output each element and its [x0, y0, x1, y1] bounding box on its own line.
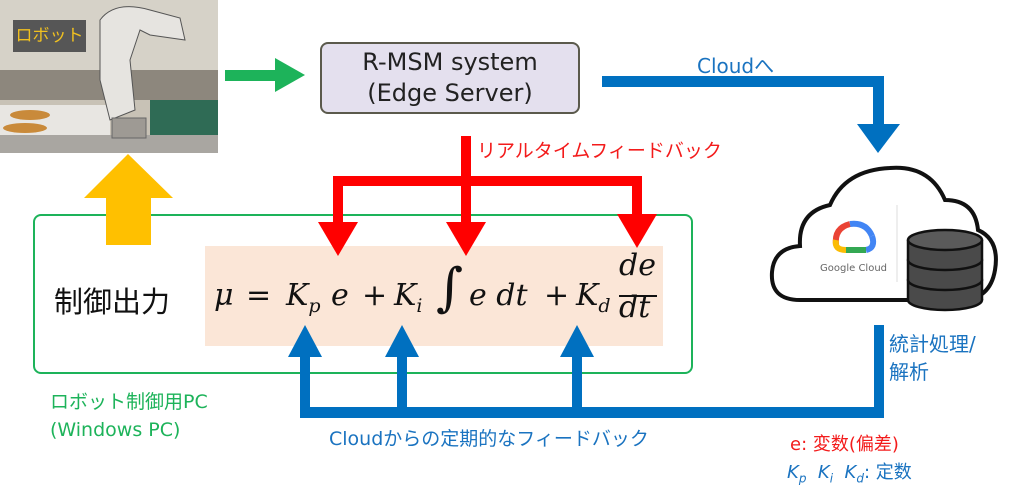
to-cloud-label: Cloudへ	[697, 54, 775, 78]
edge-server-box: R-MSM system (Edge Server)	[320, 42, 580, 114]
legend-k-row: Kp Ki Kd: 定数	[787, 462, 912, 486]
fraction-bar	[619, 295, 657, 297]
formula-equals: =	[246, 278, 272, 313]
yellow-arrow-up	[84, 154, 173, 245]
blue-arrow-to-cloud	[602, 76, 900, 153]
fraction-numerator: de	[619, 248, 656, 283]
formula-ki: Ki	[394, 278, 423, 317]
formula-plus-1: +	[362, 278, 388, 313]
formula-plus-2: +	[544, 278, 570, 313]
formula-e: e	[331, 278, 349, 313]
edge-server-title: R-MSM system	[362, 48, 538, 76]
green-arrow	[225, 58, 305, 92]
robot-label: ロボット	[13, 20, 86, 52]
robot-photo: ロボット	[0, 0, 218, 153]
formula-background	[205, 246, 663, 346]
legend-ki: Ki	[817, 462, 834, 486]
google-cloud-logo-icon	[832, 220, 877, 253]
periodic-feedback-label: Cloudからの定期的なフィードバック	[329, 428, 649, 450]
realtime-feedback-label: リアルタイムフィードバック	[477, 140, 722, 162]
control-pc-label-line-1: ロボット制御用PC	[50, 391, 208, 413]
legend-k-desc: 定数	[875, 462, 912, 483]
formula-derivative: de dt	[619, 248, 659, 340]
processing-line-1: 統計処理/	[889, 332, 976, 356]
google-cloud-label: Google Cloud	[820, 263, 888, 274]
legend-e-row: e: 変数(偏差)	[790, 430, 912, 456]
legend-kp: Kp	[787, 462, 807, 486]
formula-kp: Kp	[286, 278, 321, 317]
formula-kd: Kd	[576, 278, 611, 317]
legend: e: 変数(偏差) Kp Ki Kd: 定数	[787, 430, 912, 486]
robot-illustration	[0, 0, 218, 153]
statistical-processing-label: 統計処理/ 解析	[889, 330, 976, 386]
legend-e-symbol: e:	[790, 434, 808, 455]
red-feedback-arrows	[318, 136, 657, 256]
edge-server-subtitle: (Edge Server)	[367, 79, 533, 107]
legend-kd: Kd	[844, 462, 864, 486]
formula-mu: μ	[214, 278, 234, 313]
fraction-denominator: dt	[619, 290, 651, 325]
control-pc-box	[33, 214, 693, 374]
control-pc-label-line-2: (Windows PC)	[50, 419, 181, 441]
control-output-label: 制御出力	[54, 285, 171, 319]
processing-line-2: 解析	[889, 360, 929, 384]
formula-e-dt: e dt	[469, 278, 528, 313]
legend-e-desc: 変数(偏差)	[812, 434, 899, 455]
formula-integral: ∫	[436, 258, 464, 318]
blue-periodic-feedback-arrows	[288, 325, 884, 418]
database-icon	[906, 228, 984, 312]
control-pc-label: ロボット制御用PC (Windows PC)	[50, 388, 208, 444]
